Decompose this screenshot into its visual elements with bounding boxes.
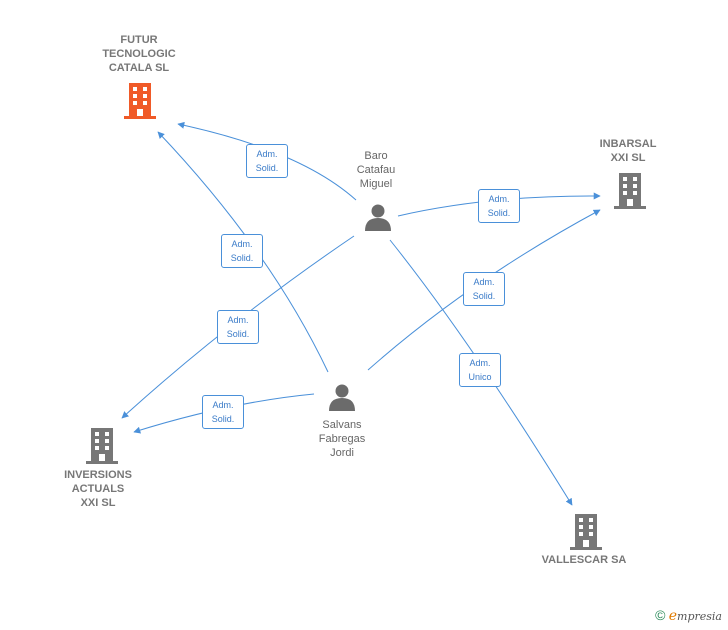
edge-label-baro-inversions[interactable]: Adm. Solid.	[217, 310, 259, 344]
person-icon[interactable]	[328, 383, 356, 416]
building-icon[interactable]	[570, 514, 602, 555]
copyright-symbol: ©	[655, 607, 666, 623]
footer-brand: © empresia	[655, 607, 722, 624]
edge-label-salvans-inversions[interactable]: Adm. Solid.	[202, 395, 244, 429]
node-label-salvans[interactable]: Salvans Fabregas Jordi	[318, 419, 366, 459]
building-icon[interactable]	[124, 83, 156, 124]
node-label-inbarsal[interactable]: INBARSAL XXI SL	[599, 138, 657, 164]
person-icon[interactable]	[364, 203, 392, 236]
brand-initial: e	[668, 608, 678, 624]
node-label-inversions[interactable]: INVERSIONS ACTUALS XXI SL	[64, 469, 132, 509]
node-label-vallescar[interactable]: VALLESCAR SA	[541, 554, 627, 566]
edge-label-salvans-inbarsal[interactable]: Adm. Solid.	[463, 272, 505, 306]
edge-label-baro-futur[interactable]: Adm. Solid.	[246, 144, 288, 178]
building-icon[interactable]	[614, 173, 646, 214]
node-label-baro[interactable]: Baro Catafau Miguel	[356, 150, 396, 190]
edge-label-baro-vallescar[interactable]: Adm. Unico	[459, 353, 501, 387]
building-icon[interactable]	[86, 428, 118, 469]
node-label-futur[interactable]: FUTUR TECNOLOGIC CATALA SL	[102, 34, 176, 74]
edge-label-salvans-futur[interactable]: Adm. Solid.	[221, 234, 263, 268]
edge-label-baro-inbarsal[interactable]: Adm. Solid.	[478, 189, 520, 223]
brand-name: mpresia	[677, 610, 722, 623]
